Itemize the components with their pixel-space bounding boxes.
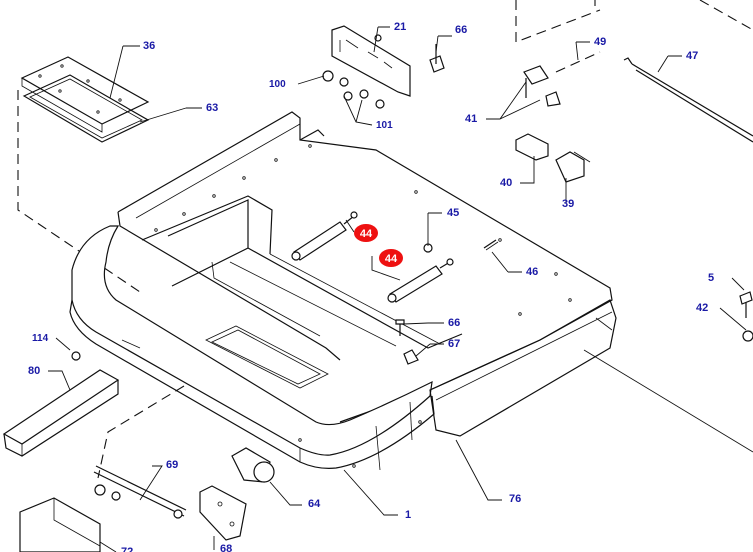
callout-101: 101 bbox=[376, 120, 393, 131]
leader-lines bbox=[48, 26, 747, 552]
callout-5: 5 bbox=[708, 272, 714, 284]
motor-64 bbox=[231, 447, 275, 483]
callout-66b: 66 bbox=[448, 317, 460, 329]
callout-66a: 66 bbox=[455, 24, 467, 36]
callout-68: 68 bbox=[220, 543, 232, 552]
pad-80 bbox=[2, 369, 120, 457]
gas-strut-upper bbox=[291, 211, 358, 261]
callout-41: 41 bbox=[465, 113, 477, 125]
callout-114: 114 bbox=[32, 333, 49, 344]
callout-1: 1 bbox=[405, 509, 411, 521]
callout-labels: 36 63 21 66 100 101 49 47 41 40 39 45 46 5 42 66 67 114 80… bbox=[28, 21, 714, 552]
bolt-5 bbox=[739, 291, 753, 318]
harness-69 bbox=[93, 465, 187, 519]
callout-46: 46 bbox=[526, 266, 538, 278]
callout-64: 64 bbox=[308, 498, 321, 510]
callout-45: 45 bbox=[447, 207, 459, 219]
callout-67: 67 bbox=[448, 338, 460, 350]
housing-1 bbox=[69, 111, 617, 471]
rod-47 bbox=[623, 57, 753, 143]
bracket-40 bbox=[515, 133, 549, 161]
callout-47: 47 bbox=[686, 50, 698, 62]
callout-72: 72 bbox=[121, 546, 133, 552]
reference-frame bbox=[515, 0, 753, 43]
callout-100: 100 bbox=[269, 79, 286, 90]
badge-label: 44 bbox=[385, 253, 398, 265]
highlight-badges: 44 44 bbox=[354, 224, 403, 267]
callout-36: 36 bbox=[143, 40, 155, 52]
linkage-41 bbox=[523, 51, 601, 107]
bolt-66-top bbox=[429, 44, 445, 73]
callout-63: 63 bbox=[206, 102, 218, 114]
cover-plate-36 bbox=[20, 56, 150, 133]
callout-42: 42 bbox=[696, 302, 708, 314]
gas-strut-lower bbox=[387, 258, 454, 303]
badge-44a: 44 bbox=[354, 224, 378, 242]
callout-76: 76 bbox=[509, 493, 521, 505]
callout-39: 39 bbox=[562, 198, 574, 210]
nut-42 bbox=[742, 330, 753, 342]
bracket-39 bbox=[555, 151, 591, 183]
grommet-114 bbox=[71, 351, 81, 361]
badge-44b: 44 bbox=[379, 249, 403, 267]
callout-21: 21 bbox=[394, 21, 406, 33]
block-72 bbox=[19, 497, 101, 552]
callout-69: 69 bbox=[166, 459, 178, 471]
plate-68 bbox=[199, 485, 247, 541]
badge-shape bbox=[379, 249, 403, 267]
bracket-21 bbox=[331, 25, 411, 97]
cable-line bbox=[583, 349, 753, 453]
callout-80: 80 bbox=[28, 365, 40, 377]
callout-49: 49 bbox=[594, 36, 606, 48]
lower-alignment-line bbox=[97, 385, 185, 479]
pin-46 bbox=[483, 239, 499, 251]
badge-label: 44 bbox=[360, 228, 373, 240]
callout-40: 40 bbox=[500, 177, 512, 189]
clip-67 bbox=[403, 349, 419, 365]
nuts-100-101 bbox=[322, 70, 385, 109]
badge-shape bbox=[354, 224, 378, 242]
